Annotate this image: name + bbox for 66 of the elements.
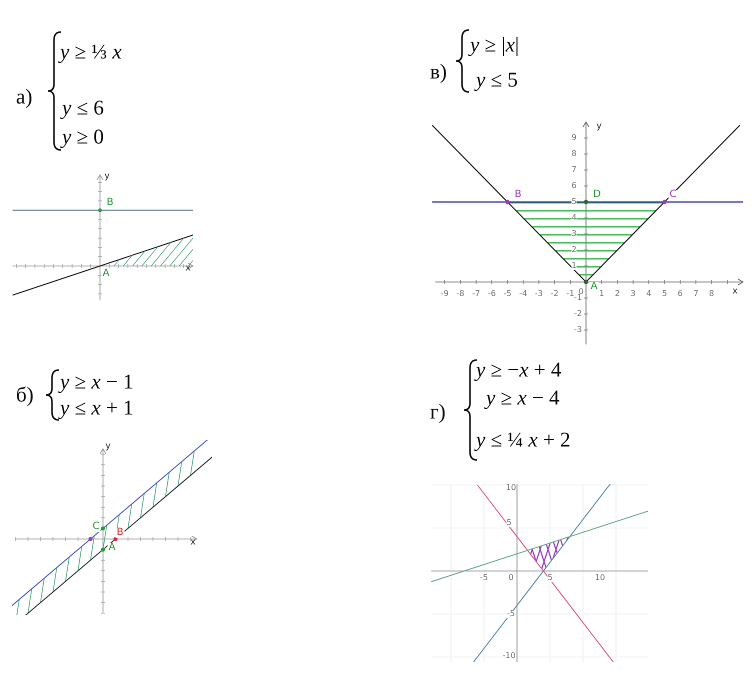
- item-letter: а): [16, 86, 32, 108]
- item-letter: г): [430, 402, 446, 422]
- item-letter: б): [16, 384, 34, 406]
- axis-label: y: [596, 122, 602, 132]
- inequality-text: y ≥ 0: [62, 126, 104, 148]
- tick-label: 6: [571, 182, 577, 190]
- tick-label: -5: [504, 290, 512, 298]
- point-label: D: [592, 190, 602, 200]
- tick-label: 2: [614, 290, 620, 298]
- inequality-text: y ≥ x − 1: [60, 372, 134, 392]
- point-label: A: [590, 282, 598, 292]
- tick-label: 7: [571, 166, 577, 174]
- point-label: C: [92, 522, 100, 532]
- point-label: A: [102, 269, 110, 279]
- point-label: B: [106, 198, 114, 208]
- tick-label: 5: [662, 290, 668, 298]
- tick-label: -5: [480, 574, 488, 582]
- tick-label: 8: [709, 290, 714, 298]
- tick-label: 7: [693, 290, 698, 298]
- inequality-text: y ≤ ¼ x + 2: [476, 430, 571, 450]
- point-label: C: [668, 190, 678, 200]
- tick-label: 3: [571, 230, 577, 238]
- tick-label: 6: [678, 290, 683, 298]
- tick-label: 10: [506, 484, 516, 492]
- point-label: B: [116, 528, 124, 538]
- tick-label: 3: [630, 290, 636, 298]
- tick-label: -7: [472, 290, 480, 298]
- tick-label: -3: [534, 290, 543, 298]
- tick-label: -2: [550, 290, 559, 298]
- tick-label: -1: [574, 294, 582, 302]
- tick-label: -4: [519, 290, 528, 298]
- inequality-text: y ≥ ⅓ x: [60, 42, 122, 62]
- axis-label: x: [732, 288, 738, 296]
- inequality-text: y ≥ −x + 4: [476, 360, 562, 380]
- point-label: A: [108, 543, 116, 553]
- inequality-text: y ≥ x − 4: [486, 388, 560, 408]
- tick-label: 8: [571, 150, 577, 158]
- tick-label: 0: [508, 574, 514, 582]
- tick-label: 4: [646, 290, 652, 298]
- tick-label: 5: [547, 574, 553, 582]
- tick-label: -1: [566, 290, 574, 298]
- tick-label: -10: [502, 652, 516, 660]
- tick-label: -5: [507, 610, 515, 618]
- tick-label: -9: [440, 290, 449, 298]
- tick-label: 1: [571, 262, 577, 270]
- axis-label: x: [190, 538, 196, 548]
- tick-label: -2: [574, 310, 582, 318]
- tick-label: -8: [456, 290, 464, 298]
- inequality-text: y ≤ x + 1: [60, 398, 134, 418]
- point-label: B: [514, 190, 522, 200]
- tick-label: 5: [506, 519, 512, 527]
- tick-label: -6: [488, 290, 496, 298]
- tick-label: 4: [571, 214, 577, 222]
- tick-label: -3: [574, 326, 582, 334]
- inequality-text: y ≥ |x|: [470, 34, 520, 56]
- tick-label: 2: [571, 246, 577, 254]
- inequality-text: y ≤ 6: [62, 98, 104, 118]
- tick-label: 5: [571, 198, 577, 206]
- axis-label: y: [104, 172, 110, 182]
- axis-label: x: [185, 264, 191, 274]
- tick-label: 10: [594, 574, 606, 582]
- inequality-text: y ≤ 5: [476, 70, 518, 90]
- tick-label: 1: [599, 290, 604, 298]
- item-letter: в): [430, 62, 447, 82]
- axis-label: y: [105, 442, 111, 452]
- tick-label: 9: [571, 134, 577, 142]
